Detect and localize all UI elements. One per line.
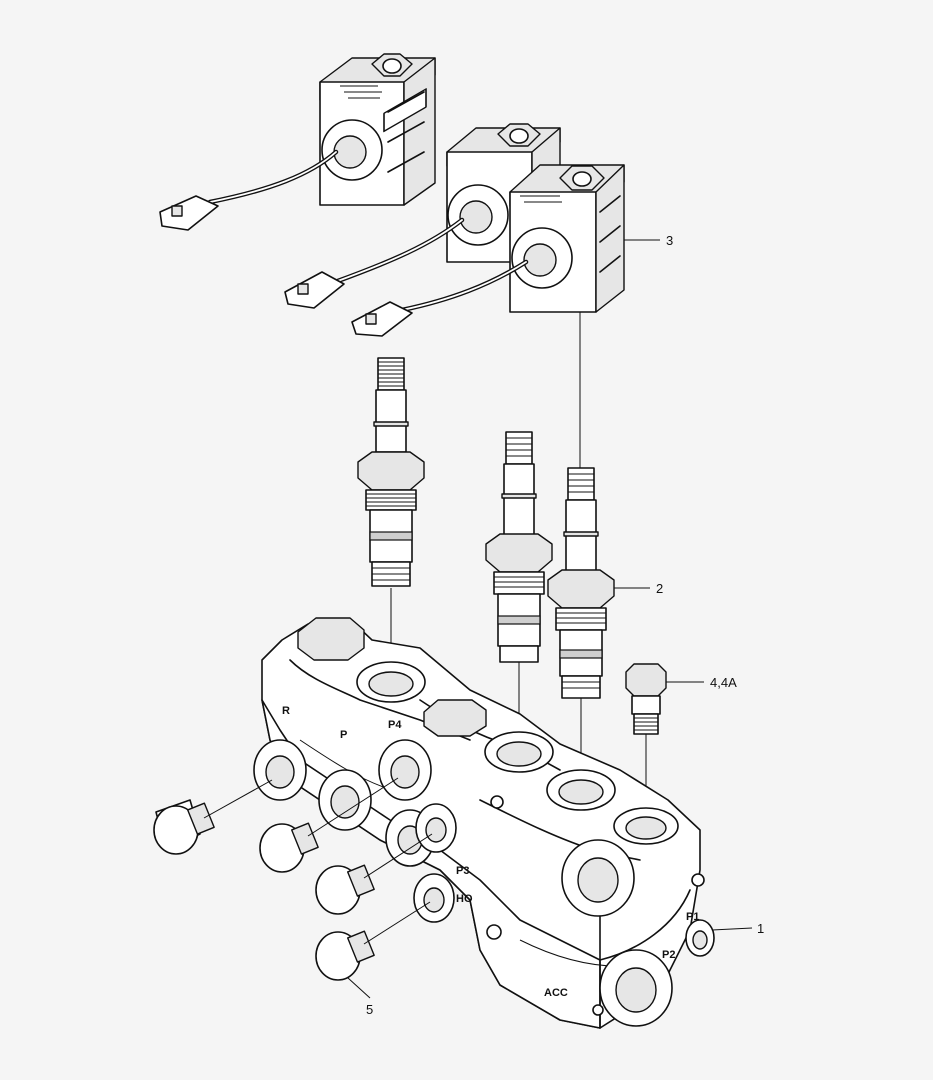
port-plug-3 bbox=[315, 864, 375, 915]
port-label-r: R bbox=[282, 705, 290, 717]
port-label-ho: HO bbox=[456, 893, 473, 905]
callout-leader-1 bbox=[711, 927, 753, 931]
port-label-p3: P3 bbox=[456, 865, 469, 877]
wire-harness-1 bbox=[159, 149, 339, 231]
port-label-acc: ACC bbox=[544, 987, 568, 999]
cartridge-valve-1 bbox=[357, 357, 425, 587]
wire-harness-2 bbox=[284, 217, 465, 309]
plug-axis-lines bbox=[203, 777, 433, 945]
relief-plug bbox=[625, 663, 667, 735]
wire-harness-3 bbox=[351, 259, 529, 337]
solenoid-coil-3 bbox=[509, 164, 625, 313]
port-label-p2: P2 bbox=[662, 949, 675, 961]
port-plug-2 bbox=[259, 822, 319, 873]
port-label-p: P bbox=[340, 729, 347, 741]
callout-1: 1 bbox=[757, 921, 764, 936]
cartridge-valve-3 bbox=[547, 467, 615, 699]
cartridge-valve-2 bbox=[485, 431, 553, 663]
port-plug-4 bbox=[315, 930, 375, 981]
callout-leader-5 bbox=[347, 977, 371, 999]
manifold-block bbox=[253, 617, 715, 1029]
callout-4-4a: 4,4A bbox=[710, 675, 737, 690]
port-label-p4: P4 bbox=[388, 719, 402, 731]
callout-3: 3 bbox=[666, 233, 673, 248]
callout-2: 2 bbox=[656, 581, 663, 596]
port-label-p1: P1 bbox=[686, 911, 699, 923]
solenoid-coil-1 bbox=[319, 53, 436, 206]
callout-5: 5 bbox=[366, 1002, 373, 1017]
port-plug-1 bbox=[153, 799, 215, 855]
